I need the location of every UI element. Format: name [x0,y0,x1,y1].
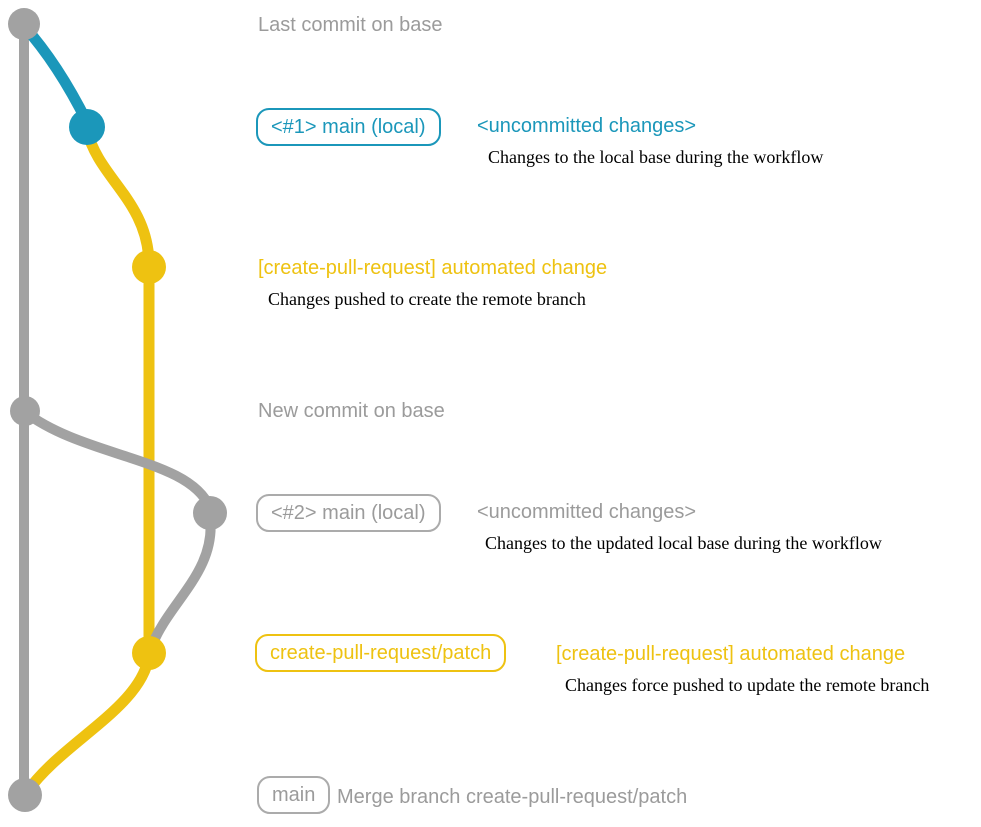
note-local-base-changes: Changes to the local base during the wor… [488,147,824,167]
annotation-new-commit-on-base: New commit on base [258,400,445,422]
merge-curve [21,650,155,798]
commit-dot-patch-2 [132,636,166,670]
commit-dot-new-base [10,396,40,426]
commit-dot-merge [8,778,42,812]
branch-tag-main-local-2: <#2> main (local) [256,494,441,532]
note-updated-local-base-changes: Changes to the updated local base during… [485,533,882,553]
note-force-push-update-remote: Changes force pushed to update the remot… [565,675,930,695]
branch-tag-main: main [257,776,331,814]
note-push-create-remote: Changes pushed to create the remote bran… [268,289,586,309]
commit-dot-main-local-1 [69,109,105,145]
local-main-1-curve [18,20,93,128]
rebase-curve [146,511,216,653]
annotation-last-commit-on-base: Last commit on base [258,14,443,36]
local-main-2-curve [20,407,215,513]
branch-tag-create-pull-request-patch: create-pull-request/patch [255,634,507,672]
commit-message-merge: Merge branch create-pull-request/patch [337,786,688,808]
commit-dot-patch-1 [132,250,166,284]
commit-dot-main-local-2 [193,496,227,530]
patch-branch-curve-top [81,124,155,268]
commit-dot-last-base [8,8,40,40]
branch-tag-main-local-1: <#1> main (local) [256,108,441,146]
commit-message-automated-change-2: [create-pull-request] automated change [556,643,906,665]
status-uncommitted-changes-2: <uncommitted changes> [477,501,697,523]
commit-message-automated-change-1: [create-pull-request] automated change [258,257,608,279]
status-uncommitted-changes-1: <uncommitted changes> [477,115,697,137]
